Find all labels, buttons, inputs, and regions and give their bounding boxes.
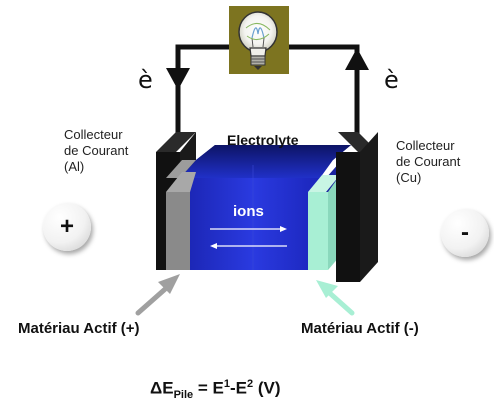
electrolyte-label: Electrolyte [227,132,299,148]
arrow-down-icon [166,68,190,90]
electron-label-right: è [384,66,399,94]
light-bulb-icon [229,6,289,74]
active-material-positive [166,160,196,270]
active-material-negative-label: Matériau Actif (-) [301,320,419,337]
collector-right [336,132,378,282]
positive-terminal-badge: + [43,203,91,251]
electron-label-left: è [138,66,153,94]
wire-circuit [175,44,360,145]
electrolyte-block [180,145,351,270]
voltage-formula: ΔEPile = E1-E2 (V) [150,378,281,402]
active-material-positive-label: Matériau Actif (+) [18,320,140,337]
ion-arrow-right-icon [210,226,287,232]
collector-right-label: Collecteur de Courant (Cu) [396,138,461,185]
negative-terminal-badge: - [441,209,489,257]
active-material-negative [308,175,340,270]
collector-left-label: Collecteur de Courant (Al) [64,127,129,174]
pointer-arrow-icon [316,280,355,316]
ion-arrow-left-icon [210,243,287,249]
arrow-up-icon [345,48,369,70]
ions-label: ions [233,203,264,220]
pointer-arrow-icon [135,274,180,316]
